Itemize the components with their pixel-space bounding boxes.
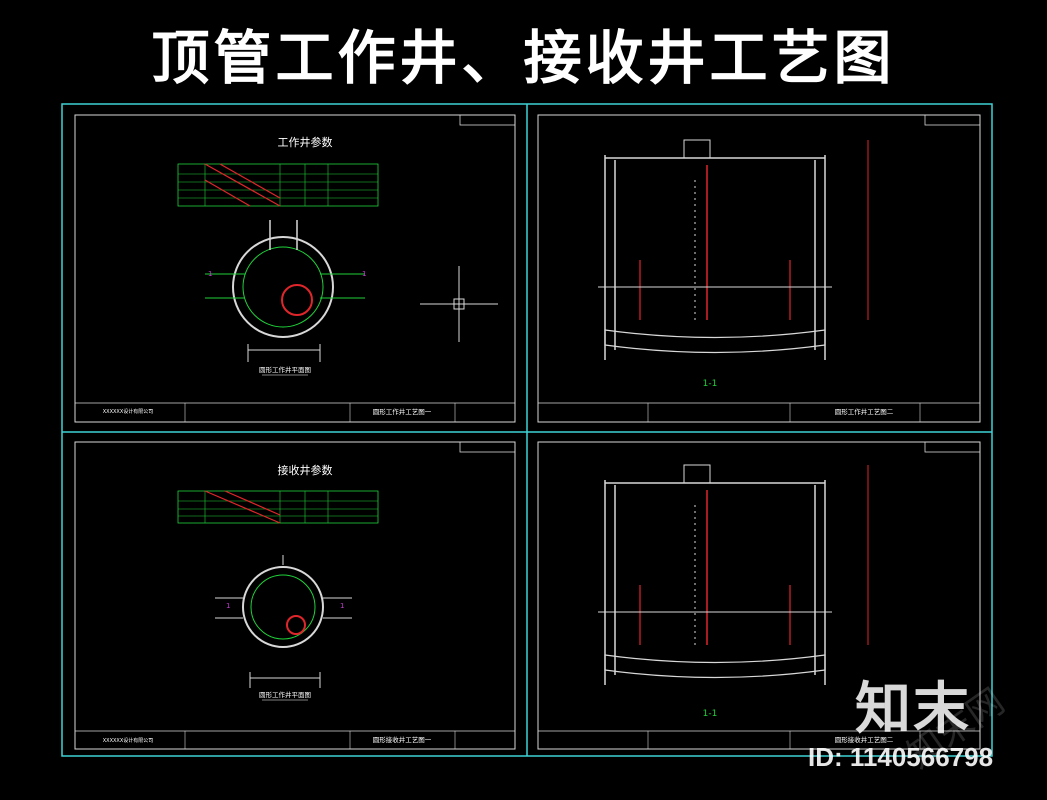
page-title: 顶管工作井、接收井工艺图 — [151, 24, 896, 92]
pipe-opening — [281, 284, 313, 316]
well-plan-outer — [242, 566, 324, 648]
plan-label: 圆形工作井平面图 — [259, 690, 311, 699]
sheet-top-right: 1-1 圆形工作井工艺图二 — [537, 114, 981, 423]
well-plan-inner — [242, 246, 324, 328]
sheet-top-left: 工作井参数 1 1 圆形工作井平面图 XXXXXX设计有限公司 — [74, 114, 516, 423]
watermark-logo: 知末 — [855, 677, 971, 742]
sheet-heading: 接收井参数 — [278, 463, 333, 477]
sheet-title: 圆形工作井工艺图二 — [835, 407, 894, 416]
sheet-title: 圆形接收井工艺图一 — [373, 735, 432, 744]
svg-text:1: 1 — [208, 270, 212, 278]
svg-text:1: 1 — [340, 602, 344, 610]
svg-text:1: 1 — [226, 602, 230, 610]
well-plan-outer — [232, 236, 334, 338]
sheet-bottom-right: 1-1 圆形接收井工艺图二 — [537, 441, 981, 750]
sheet-title: 圆形工作井工艺图一 — [373, 407, 432, 416]
plan-label: 圆形工作井平面图 — [259, 365, 311, 374]
section-label: 1-1 — [703, 379, 718, 389]
company-name: XXXXXX设计有限公司 — [103, 408, 154, 415]
sheet-title: 圆形接收井工艺图二 — [835, 735, 894, 744]
section-label: 1-1 — [703, 709, 718, 719]
pipe-opening — [286, 615, 306, 635]
company-name: XXXXXX设计有限公司 — [103, 737, 154, 744]
well-plan-inner — [250, 574, 316, 640]
watermark-id: ID: 1140566798 — [808, 742, 994, 772]
svg-text:1: 1 — [362, 270, 366, 278]
sheet-bottom-left: 接收井参数 1 1 圆形工作井平面图 XXXXXX设计有限公司 圆形接收井工艺图… — [74, 441, 516, 750]
sheet-heading: 工作井参数 — [278, 135, 333, 149]
